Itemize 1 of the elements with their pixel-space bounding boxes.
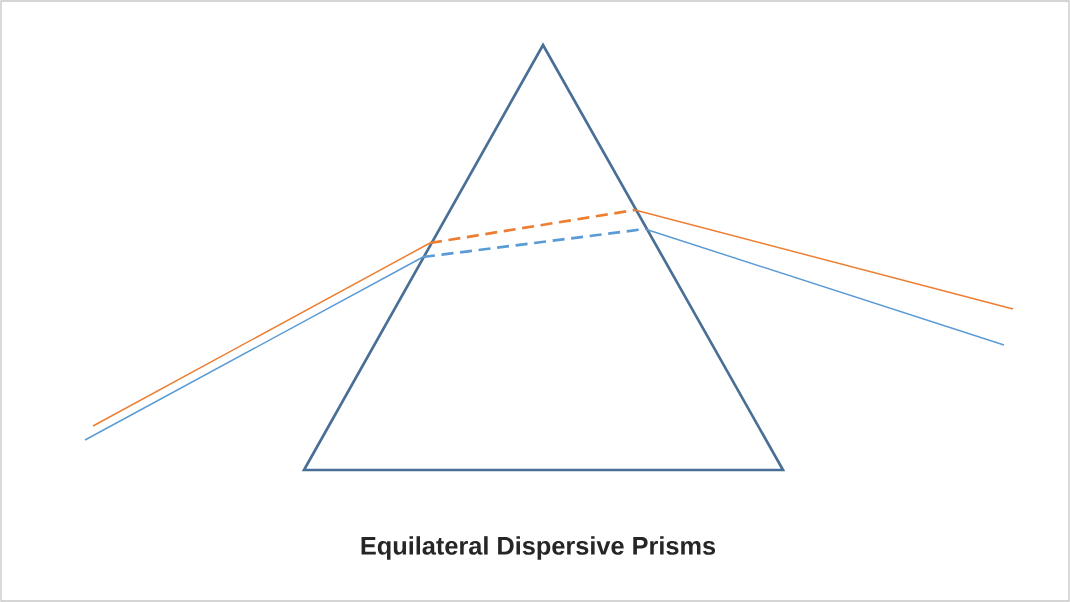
caption: Equilateral Dispersive Prisms: [361, 536, 716, 560]
